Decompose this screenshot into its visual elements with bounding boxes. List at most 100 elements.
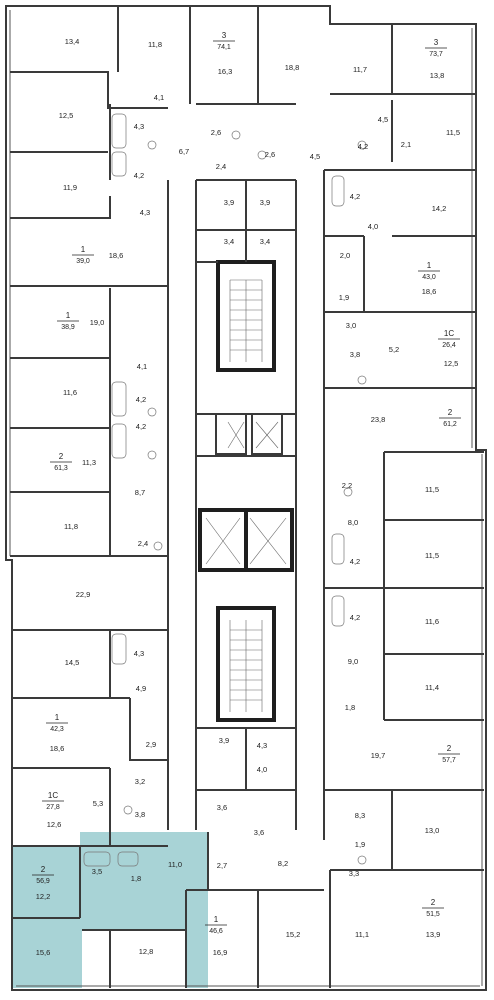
room-area: 15,2 xyxy=(286,930,301,939)
apartment-total-area: 57,7 xyxy=(442,757,456,764)
room-area: 3,9 xyxy=(224,198,234,207)
apartment-total-area: 51,5 xyxy=(426,911,440,918)
room-area: 11,8 xyxy=(64,522,78,531)
building-outline xyxy=(5,5,487,991)
apartment-total-area: 39,0 xyxy=(76,258,90,265)
room-area: 13,4 xyxy=(65,37,80,46)
apartment-marker[interactable]: 261,3 xyxy=(50,452,72,472)
room-area: 4,3 xyxy=(257,741,267,750)
apartment-total-area: 26,4 xyxy=(442,342,456,349)
room-area: 2,7 xyxy=(217,861,227,870)
room-area: 4,2 xyxy=(350,192,360,201)
room-area: 4,0 xyxy=(257,765,267,774)
room-area: 5,2 xyxy=(389,345,399,354)
apartment-marker[interactable]: 373,7 xyxy=(425,38,447,58)
room-area: 4,2 xyxy=(136,395,146,404)
apartment-marker[interactable]: 142,3 xyxy=(46,713,68,733)
room-area: 5,3 xyxy=(93,799,103,808)
room-area: 4,5 xyxy=(310,152,320,161)
room-area: 3,9 xyxy=(260,198,270,207)
room-area: 11,5 xyxy=(425,485,439,494)
room-area: 3,2 xyxy=(135,777,145,786)
room-area: 4,2 xyxy=(134,171,144,180)
apartment-total-area: 43,0 xyxy=(422,274,436,281)
room-area: 11,5 xyxy=(425,551,439,560)
highlighted-apartment[interactable] xyxy=(12,832,208,988)
room-area: 13,9 xyxy=(426,930,441,939)
room-area: 3,8 xyxy=(350,350,360,359)
room-area: 3,3 xyxy=(349,869,359,878)
room-area: 6,7 xyxy=(179,147,189,156)
room-area: 3,8 xyxy=(135,810,145,819)
room-area: 2,4 xyxy=(138,539,148,548)
apartment-marker[interactable]: 256,9 xyxy=(32,865,54,885)
apartment-marker[interactable]: 139,0 xyxy=(72,245,94,265)
room-area: 2,2 xyxy=(342,481,352,490)
apartment-total-area: 46,6 xyxy=(209,928,223,935)
room-labels: 13,4 11,8 16,3 18,8 11,7 13,8 12,5 4,1 4… xyxy=(36,37,460,957)
apartment-total-area: 61,2 xyxy=(443,421,457,428)
room-area: 3,5 xyxy=(92,867,102,876)
apartment-rooms-count: 1 xyxy=(66,311,71,320)
room-area: 19,7 xyxy=(371,751,386,760)
room-area: 1,9 xyxy=(355,840,365,849)
room-area: 18,6 xyxy=(422,287,437,296)
apartment-total-area: 56,9 xyxy=(36,878,50,885)
room-area: 11,3 xyxy=(82,458,96,467)
apartment-marker[interactable]: 251,5 xyxy=(422,898,444,918)
room-area: 11,1 xyxy=(355,930,369,939)
room-area: 3,6 xyxy=(217,803,227,812)
room-area: 8,7 xyxy=(135,488,145,497)
room-area: 23,8 xyxy=(371,415,386,424)
apartment-total-area: 42,3 xyxy=(50,726,64,733)
apartment-marker[interactable]: 146,6 xyxy=(205,915,227,935)
room-area: 2,4 xyxy=(216,162,226,171)
room-area: 9,0 xyxy=(348,657,358,666)
room-area: 4,3 xyxy=(134,122,144,131)
room-area: 8,3 xyxy=(355,811,365,820)
apartment-marker[interactable]: 1С 26,4 xyxy=(438,329,460,349)
apartment-marker[interactable]: 143,0 xyxy=(418,261,440,281)
stairs-bottom xyxy=(229,620,263,712)
room-area: 4,3 xyxy=(140,208,150,217)
room-area: 14,2 xyxy=(432,204,447,213)
apartment-marker[interactable]: 261,2 xyxy=(439,408,461,428)
apartment-rooms-count: 1С xyxy=(444,329,454,338)
room-area: 18,6 xyxy=(50,744,65,753)
room-area: 4,2 xyxy=(350,557,360,566)
room-area: 11,8 xyxy=(148,40,162,49)
apartment-rooms-count: 1 xyxy=(81,245,86,254)
room-area: 4,3 xyxy=(134,649,144,658)
room-area: 4,2 xyxy=(136,422,146,431)
apartment-marker[interactable]: 138,9 xyxy=(57,311,79,331)
room-area: 16,3 xyxy=(218,67,233,76)
room-area: 19,0 xyxy=(90,318,105,327)
room-area: 18,6 xyxy=(109,251,124,260)
room-area: 11,4 xyxy=(425,683,439,692)
apartment-rooms-count: 1 xyxy=(55,713,60,722)
elevators xyxy=(205,421,287,570)
room-area: 3,6 xyxy=(254,828,264,837)
room-area: 2,9 xyxy=(146,740,156,749)
room-area: 8,0 xyxy=(348,518,358,527)
room-area: 3,9 xyxy=(219,736,229,745)
room-area: 4,2 xyxy=(350,613,360,622)
room-area: 12,5 xyxy=(444,359,459,368)
apartment-total-area: 73,7 xyxy=(429,51,443,58)
apartment-rooms-count: 2 xyxy=(447,744,452,753)
apartment-marker[interactable]: 257,7 xyxy=(438,744,460,764)
room-area: 2,1 xyxy=(401,140,411,149)
apartment-total-area: 38,9 xyxy=(61,324,75,331)
room-area: 1,9 xyxy=(339,293,349,302)
room-area: 13,0 xyxy=(425,826,440,835)
apartment-marker[interactable]: 374,1 xyxy=(213,31,235,51)
stairs-top xyxy=(229,279,263,362)
apartment-total-area: 61,3 xyxy=(54,465,68,472)
room-area: 16,9 xyxy=(213,948,228,957)
room-area: 4,9 xyxy=(136,684,146,693)
room-area: 4,1 xyxy=(154,93,164,102)
room-area: 22,9 xyxy=(76,590,91,599)
apartment-rooms-count: 1С xyxy=(48,791,58,800)
